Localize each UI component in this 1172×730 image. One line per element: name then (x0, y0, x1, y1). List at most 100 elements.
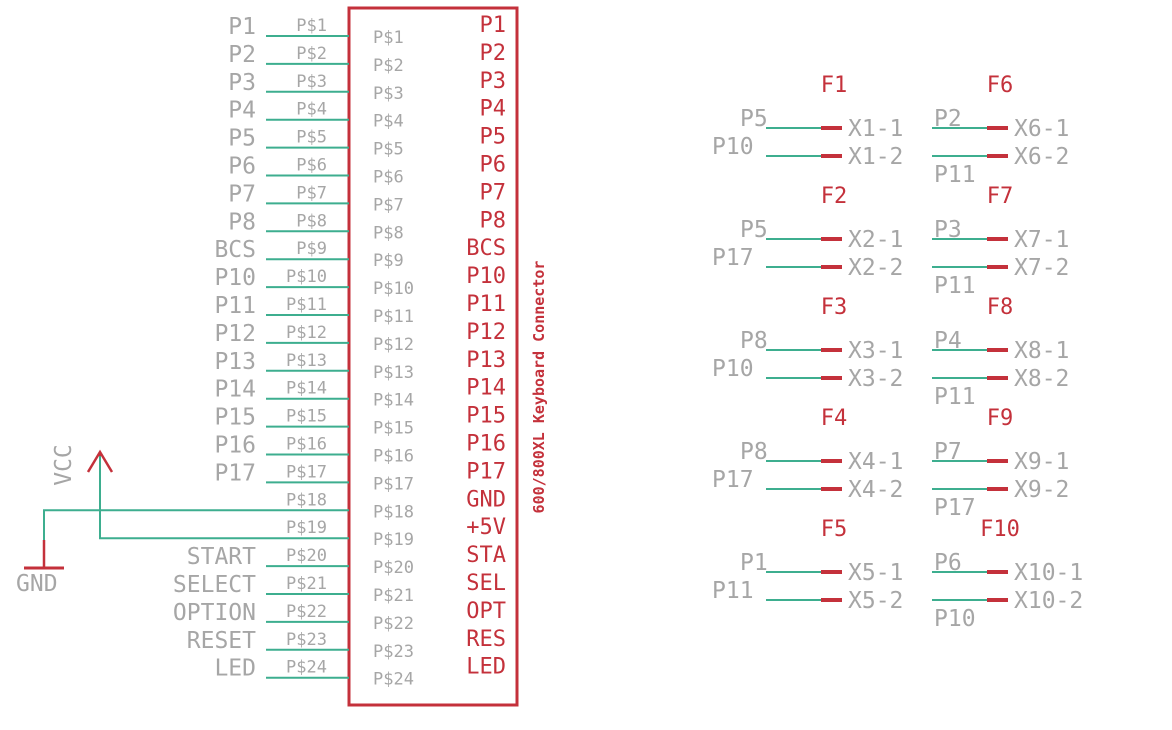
pin-inner-pad-label: P$11 (373, 307, 414, 327)
fuse-net-label: P4 (934, 328, 962, 354)
fuse-net-label: P10 (712, 356, 754, 382)
pin-name: SEL (466, 571, 506, 596)
fuse-pin-label: X4-2 (848, 477, 903, 503)
pin-name: P3 (480, 69, 507, 94)
pin-pad-label: P$13 (286, 351, 327, 371)
net-label: P13 (214, 349, 256, 375)
pin-inner-pad-label: P$9 (373, 251, 404, 271)
pin-pad-label: P$8 (296, 211, 327, 231)
pin-inner-pad-label: P$5 (373, 140, 404, 160)
fuse-net-label: P10 (934, 606, 976, 632)
fuse-label: F7 (987, 184, 1014, 209)
pin-inner-pad-label: P$24 (373, 670, 414, 690)
fuse-net-label: P5 (740, 217, 768, 243)
pin-inner-pad-label: P$13 (373, 363, 414, 383)
pin-name: P11 (466, 292, 506, 317)
net-label: P3 (228, 70, 256, 96)
net-label: START (187, 544, 256, 570)
pin-inner-pad-label: P$2 (373, 56, 404, 76)
pin-pad-label: P$10 (286, 267, 327, 287)
net-label: P6 (228, 154, 256, 180)
pin-name: +5V (466, 515, 506, 540)
pin-inner-pad-label: P$7 (373, 195, 404, 215)
net-label: LED (214, 656, 256, 682)
fuse-pin-label: X9-2 (1014, 477, 1069, 503)
fuse-pin-label: X4-1 (848, 449, 903, 475)
pin-inner-pad-label: P$12 (373, 335, 414, 355)
fuse-net-label: P10 (712, 134, 754, 160)
fuse-net-label: P1 (740, 550, 768, 576)
pin-name: P13 (466, 348, 506, 373)
fuse-pin-label: X10-1 (1014, 560, 1083, 586)
pin-name: P8 (480, 208, 507, 233)
net-label: P10 (214, 265, 256, 291)
pin-pad-label: P$4 (296, 100, 327, 120)
fuse-label: F10 (980, 517, 1020, 542)
pin-name: LED (466, 655, 506, 680)
pin-name: BCS (466, 236, 506, 261)
pin-name: P7 (480, 180, 507, 205)
fuse-label: F3 (821, 295, 848, 320)
vcc-arrow (86, 449, 114, 473)
fuse-net-label: P8 (740, 439, 768, 465)
pin-pad-label: P$22 (286, 602, 327, 622)
fuse-pin-label: X1-1 (848, 116, 903, 142)
fuse-pin-label: X7-1 (1014, 227, 1069, 253)
pin-pad-label: P$14 (286, 379, 327, 399)
fuse-pin-label: X8-1 (1014, 338, 1069, 364)
fuse-label: F5 (821, 517, 848, 542)
net-label: P7 (228, 181, 256, 207)
pin-pad-label: P$6 (296, 156, 327, 176)
fuse-label: F2 (821, 184, 848, 209)
fuse-pin-label: X2-1 (848, 227, 903, 253)
net-label: OPTION (173, 600, 256, 626)
pin-inner-pad-label: P$4 (373, 112, 404, 132)
net-label: BCS (214, 237, 256, 263)
net-label: P1 (228, 14, 256, 40)
net-label: P15 (214, 405, 256, 431)
pin-name: OPT (466, 599, 506, 624)
connector-body (347, 6, 519, 707)
fuse-pin-label: X5-2 (848, 588, 903, 614)
pin-pad-label: P$9 (296, 239, 327, 259)
vcc-wire (99, 456, 349, 540)
pin-inner-pad-label: P$22 (373, 614, 414, 634)
pin-inner-pad-label: P$23 (373, 642, 414, 662)
vcc-label: VCC (51, 444, 77, 486)
fuse-label: F8 (987, 295, 1014, 320)
pin-name: P6 (480, 153, 507, 178)
pin-inner-pad-label: P$6 (373, 168, 404, 188)
pin-pad-label: P$19 (286, 518, 327, 538)
pin-inner-pad-label: P$1 (373, 28, 404, 48)
net-label: P4 (228, 98, 256, 124)
pin-name: GND (466, 487, 506, 512)
pin-pad-label: P$16 (286, 435, 327, 455)
fuse-label: F6 (987, 73, 1014, 98)
net-label: P12 (214, 321, 256, 347)
pin-pad-label: P$1 (296, 16, 327, 36)
pin-pad-label: P$5 (296, 128, 327, 148)
fuse-net-label: P11 (934, 384, 976, 410)
pin-inner-pad-label: P$14 (373, 391, 414, 411)
pin-inner-pad-label: P$3 (373, 84, 404, 104)
net-label: P8 (228, 209, 256, 235)
pin-pad-label: P$3 (296, 72, 327, 92)
fuse-pin-label: X1-2 (848, 144, 903, 170)
fuse-net-label: P6 (934, 550, 962, 576)
pin-pad-label: P$11 (286, 295, 327, 315)
pin-inner-pad-label: P$19 (373, 530, 414, 550)
net-label: P16 (214, 433, 256, 459)
fuse-net-label: P7 (934, 439, 962, 465)
fuse-pin-label: X9-1 (1014, 449, 1069, 475)
pin-pad-label: P$12 (286, 323, 327, 343)
fuse-pin-label: X6-2 (1014, 144, 1069, 170)
connector-title: 600/800XL Keyboard Connector (530, 261, 548, 514)
fuse-label: F4 (821, 406, 848, 431)
pin-inner-pad-label: P$16 (373, 447, 414, 467)
pin-inner-pad-label: P$10 (373, 279, 414, 299)
pin-pad-label: P$17 (286, 462, 327, 482)
net-label: P11 (214, 293, 256, 319)
fuse-pin-label: X5-1 (848, 560, 903, 586)
pin-pad-label: P$21 (286, 574, 327, 594)
